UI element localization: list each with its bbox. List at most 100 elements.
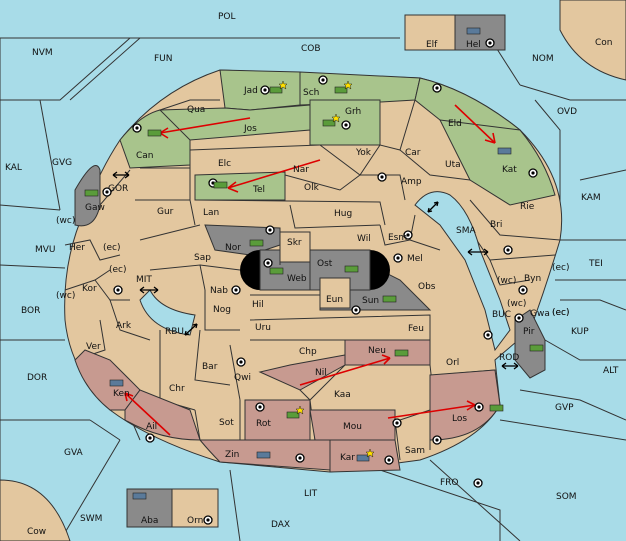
unit-ken[interactable] — [109, 379, 124, 387]
region-tel[interactable] — [194, 171, 286, 201]
label-mit: MIT — [136, 275, 152, 285]
label-ovd: OVD — [557, 107, 577, 117]
label-elf: Elf — [426, 40, 438, 50]
label-grh: Grh — [345, 107, 361, 117]
label-con: Con — [595, 38, 613, 48]
sc-mou — [392, 418, 402, 428]
unit-neu[interactable] — [394, 349, 409, 357]
label-wc1: (wc) — [56, 216, 75, 226]
sc-jad — [260, 85, 270, 95]
sc-nab — [231, 285, 241, 295]
unit-sch[interactable] — [334, 80, 353, 94]
label-nil: Nil — [315, 368, 327, 378]
sea-sma[interactable] — [414, 191, 511, 352]
label-elc: Elc — [218, 159, 231, 169]
unit-rot[interactable] — [286, 405, 305, 419]
unit-aba[interactable] — [132, 492, 147, 500]
label-lit: LIT — [304, 489, 318, 499]
unit-ost[interactable] — [344, 265, 359, 273]
label-neu: Neu — [368, 346, 386, 356]
unit-jad[interactable] — [269, 80, 288, 94]
region-pir[interactable] — [514, 309, 546, 379]
unit-hel[interactable] — [466, 27, 481, 35]
sc-gur — [102, 187, 112, 197]
unit-gaw[interactable] — [84, 189, 99, 197]
label-hel: Hel — [466, 40, 481, 50]
label-kat: Kat — [502, 165, 517, 175]
sc-rot — [255, 402, 265, 412]
sc-neu — [483, 330, 493, 340]
sc-los — [474, 402, 484, 412]
unit-los[interactable] — [489, 404, 504, 412]
region-sch[interactable] — [299, 71, 421, 106]
label-eun: Eun — [326, 295, 343, 305]
label-orl: Orl — [446, 358, 459, 368]
label-kor: Kor — [82, 284, 97, 294]
sc-sam — [432, 435, 442, 445]
label-wc4: (wc) — [507, 299, 526, 309]
label-fro: FRO — [440, 478, 459, 488]
sc-amp — [377, 172, 387, 182]
label-kup: KUP — [571, 327, 589, 337]
region-mou[interactable] — [309, 409, 396, 441]
label-ec3: (ec) — [552, 263, 570, 273]
unit-pir[interactable] — [529, 344, 544, 352]
region-eun[interactable] — [319, 277, 351, 309]
label-kar: Kar — [340, 453, 355, 463]
unit-nor[interactable] — [249, 239, 264, 247]
sc-kat — [528, 168, 538, 178]
label-nom: NOM — [532, 54, 554, 64]
sc-fro — [473, 478, 483, 488]
unit-grh[interactable] — [322, 113, 341, 127]
label-los: Los — [452, 414, 467, 424]
label-yok: Yok — [355, 148, 372, 158]
label-ec2: (ec) — [109, 265, 127, 275]
region-kat[interactable] — [439, 119, 556, 206]
label-buc: BUC — [492, 310, 511, 320]
label-amp: Amp — [401, 177, 422, 187]
label-ail: Ail — [146, 422, 157, 432]
label-wil: Wil — [357, 234, 371, 244]
label-web: Web — [287, 274, 307, 284]
label-wc2: (wc) — [497, 276, 516, 286]
label-can: Can — [136, 151, 154, 161]
label-orn: Orn — [187, 516, 203, 526]
sc-can — [132, 123, 142, 133]
sea-label-group: POL NVM FUN COB NOM OVD KAL GVG GOR MVU … — [5, 12, 619, 537]
sea-rbu[interactable] — [139, 289, 196, 336]
region-jad[interactable] — [219, 69, 301, 111]
supply-centers — [102, 38, 538, 525]
label-hil: Hil — [252, 300, 264, 310]
label-kam: KAM — [581, 193, 601, 203]
label-esm: Esm — [388, 233, 407, 243]
label-gva: GVA — [64, 448, 84, 458]
unit-kar[interactable] — [356, 448, 375, 462]
label-ost: Ost — [317, 259, 333, 269]
label-tei: TEI — [588, 259, 603, 269]
label-kaa: Kaa — [334, 390, 351, 400]
unit-sun[interactable] — [382, 295, 397, 303]
label-bar: Bar — [202, 362, 218, 372]
sc-kar — [384, 455, 394, 465]
unit-web[interactable] — [269, 267, 284, 275]
sc-esm — [403, 230, 413, 240]
region-rot[interactable] — [244, 399, 311, 441]
region-elf[interactable] — [404, 14, 456, 51]
unit-tel[interactable] — [213, 181, 228, 189]
label-jad: Jad — [243, 86, 258, 96]
label-nab: Nab — [210, 286, 228, 296]
label-uta: Uta — [445, 160, 461, 170]
label-fun: FUN — [154, 54, 173, 64]
label-byn: Byn — [524, 274, 541, 284]
unit-can[interactable] — [147, 129, 162, 137]
order-arrows — [124, 104, 496, 436]
label-qwi: Qwi — [234, 373, 251, 383]
unit-zin[interactable] — [256, 451, 271, 459]
region-skr[interactable] — [279, 231, 311, 263]
sc-eld — [432, 83, 442, 93]
unit-kat[interactable] — [497, 147, 512, 155]
region-ail[interactable] — [124, 389, 201, 441]
region-nil[interactable] — [258, 354, 346, 391]
label-kal: KAL — [5, 163, 22, 173]
label-mou: Mou — [343, 422, 362, 432]
